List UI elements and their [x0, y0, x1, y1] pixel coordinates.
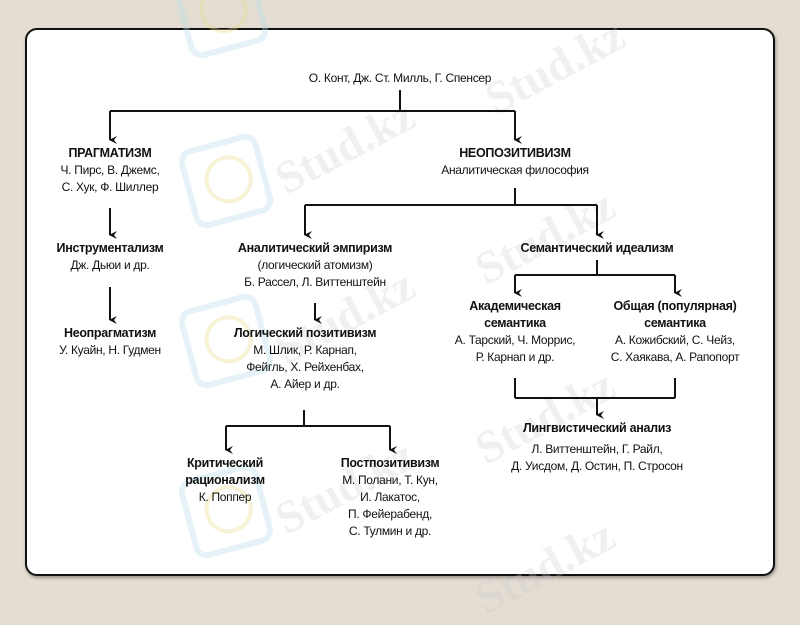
- node-analytic-empiricism: Аналитический эмпиризм (логический атоми…: [215, 240, 415, 291]
- node-neopragmatism: Неопрагматизм У. Куайн, Н. Гудмен: [40, 325, 180, 359]
- node-neopositivism: НЕОПОЗИТИВИЗМ Аналитическая философия: [420, 145, 610, 179]
- root-node: О. Конт, Дж. Ст. Милль, Г. Спенсер: [280, 70, 520, 87]
- node-title: Лингвистический анализ: [522, 421, 672, 435]
- node-people: М. Шлик, Р. Карнап,: [253, 343, 357, 357]
- node-pragmatism: ПРАГМАТИЗМ Ч. Пирс, В. Джемс, С. Хук, Ф.…: [40, 145, 180, 196]
- node-title: НЕОПОЗИТИВИЗМ: [459, 146, 571, 160]
- node-people: Ч. Пирс, В. Джемс,: [60, 163, 160, 177]
- node-people: Дж. Дьюи и др.: [70, 258, 150, 272]
- node-people: Л. Виттенштейн, Г. Райл,: [531, 442, 663, 456]
- node-title: семантика: [644, 316, 706, 330]
- node-people: С. Хаякава, А. Рапопорт: [610, 350, 740, 364]
- node-title: Критический: [186, 456, 264, 470]
- node-title: семантика: [484, 316, 546, 330]
- node-people: А. Айер и др.: [270, 377, 340, 391]
- node-people: У. Куайн, Н. Гудмен: [59, 343, 161, 357]
- root-text: О. Конт, Дж. Ст. Милль, Г. Спенсер: [308, 71, 492, 85]
- node-title: Постпозитивизм: [340, 456, 440, 470]
- node-people: Р. Карнап и др.: [475, 350, 555, 364]
- node-people: М. Полани, Т. Кун,: [342, 473, 438, 487]
- node-title: Логический позитивизм: [233, 326, 377, 340]
- node-people: С. Тулмин и др.: [348, 524, 432, 538]
- node-title: Семантический идеализм: [520, 241, 674, 255]
- slide-card: [25, 28, 775, 576]
- node-people: Б. Рассел, Л. Виттенштейн: [244, 275, 386, 289]
- node-postpositivism: Постпозитивизм М. Полани, Т. Кун, И. Лак…: [325, 455, 455, 540]
- node-people: Д. Уисдом, Д. Остин, П. Стросон: [511, 459, 683, 473]
- connector-lines: [109, 90, 682, 454]
- node-title: Академическая: [469, 299, 561, 313]
- node-people: А. Кожибский, С. Чейз,: [615, 333, 735, 347]
- node-title: Неопрагматизм: [63, 326, 157, 340]
- node-title: ПРАГМАТИЗМ: [68, 146, 152, 160]
- philosophy-tree-diagram: О. Конт, Дж. Ст. Милль, Г. Спенсер ПРАГМ…: [40, 70, 755, 540]
- node-instrumentalism: Инструментализм Дж. Дьюи и др.: [40, 240, 180, 274]
- node-linguistic-analysis: Лингвистический анализ Л. Виттенштейн, Г…: [497, 420, 697, 475]
- node-people: С. Хук, Ф. Шиллер: [61, 180, 159, 194]
- node-general-semantics: Общая (популярная) семантика А. Кожибски…: [595, 298, 755, 366]
- node-logical-positivism: Логический позитивизм М. Шлик, Р. Карнап…: [215, 325, 395, 393]
- node-semantic-idealism: Семантический идеализм: [497, 240, 697, 257]
- node-people: И. Лакатос,: [360, 490, 420, 504]
- node-title: рационализм: [185, 473, 265, 487]
- node-people: К. Поппер: [198, 490, 252, 504]
- node-critical-rationalism: Критический рационализм К. Поппер: [170, 455, 280, 506]
- node-people: Фейгль, Х. Рейхенбах,: [246, 360, 364, 374]
- node-people: П. Фейерабенд,: [348, 507, 432, 521]
- node-title: Общая (популярная): [613, 299, 737, 313]
- node-title: Аналитический эмпиризм: [237, 241, 393, 255]
- node-people: А. Тарский, Ч. Моррис,: [454, 333, 576, 347]
- node-subtitle: Аналитическая философия: [441, 163, 589, 177]
- node-title: Инструментализм: [56, 241, 164, 255]
- node-note: (логический атомизм): [257, 258, 373, 272]
- node-academic-semantics: Академическая семантика А. Тарский, Ч. М…: [445, 298, 585, 366]
